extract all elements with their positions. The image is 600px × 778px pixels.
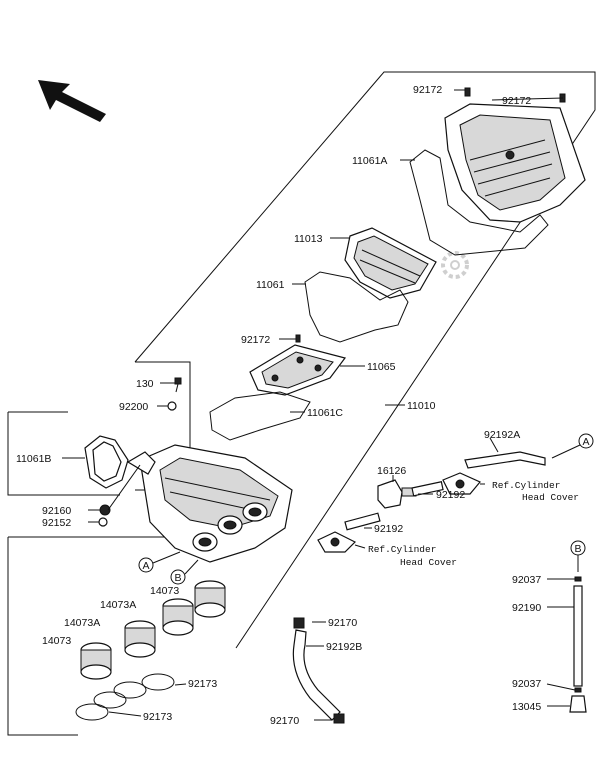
label-11013: 11013 — [294, 233, 323, 245]
label-11010: 11010 — [407, 400, 436, 412]
reference-notes: Ref.Cylinder Head Cover Ref.Cylinder Hea… — [368, 480, 579, 568]
label-11061a: 11061A — [352, 155, 387, 167]
label-14073-1: 14073 — [150, 585, 179, 597]
label-11061: 11061 — [256, 279, 285, 291]
clamps-92173 — [75, 673, 187, 721]
bolt-130 — [174, 377, 182, 393]
gasket-11061 — [304, 271, 409, 343]
front-arrow-icon — [38, 80, 106, 122]
gasket-11061a — [409, 149, 549, 256]
label-14073a-1: 14073A — [100, 599, 136, 611]
hose-92192b — [292, 617, 345, 724]
label-92192-b: 92192 — [374, 523, 403, 535]
tube-92190: B — [569, 540, 587, 713]
label-130: 130 — [136, 378, 154, 390]
hose-92192-b — [344, 512, 381, 531]
label-92172-top: 92172 — [413, 84, 442, 96]
label-92192a: 92192A — [484, 429, 520, 441]
label-11061b: 11061B — [16, 453, 51, 465]
label-14073a-2: 14073A — [64, 617, 100, 629]
label-92172-right: 92172 — [502, 95, 531, 107]
label-13045: 13045 — [512, 701, 541, 713]
screw-92172-top — [454, 87, 471, 97]
funnel-14073a-2 — [124, 620, 156, 658]
label-11061c: 11061C — [307, 407, 343, 419]
hose-92192a: A — [464, 433, 594, 469]
hose-92192-a — [411, 481, 444, 497]
gear-icon — [441, 251, 469, 279]
label-92160: 92160 — [42, 505, 71, 517]
part-labels: 92172 92172 11061A 11013 11061 92172 110… — [16, 84, 541, 727]
callout-b-box: B — [170, 559, 199, 585]
svg-text:B: B — [174, 572, 181, 584]
washer-92152 — [98, 517, 108, 527]
label-92173-1: 92173 — [188, 678, 217, 690]
air-box-housing — [126, 444, 293, 563]
funnel-14073-2 — [80, 642, 112, 680]
ref-head-cover-1-line1: Ref.Cylinder — [492, 480, 560, 491]
seal-11061b — [84, 435, 129, 489]
label-16126: 16126 — [377, 465, 406, 477]
label-92172-mid: 92172 — [241, 334, 270, 346]
assembly-outline — [7, 71, 596, 736]
label-92152: 92152 — [42, 517, 71, 529]
label-92170-bot: 92170 — [270, 715, 299, 727]
label-92192b: 92192B — [326, 641, 362, 653]
label-92037-bot: 92037 — [512, 678, 541, 690]
callout-a-box: A — [138, 551, 181, 573]
label-92173-2: 92173 — [143, 711, 172, 723]
head-cover-fitting-2 — [317, 531, 357, 553]
label-92170-top: 92170 — [328, 617, 357, 629]
leader-lines — [62, 97, 576, 721]
label-14073-2: 14073 — [42, 635, 71, 647]
ref-head-cover-2-line2: Head Cover — [400, 557, 457, 568]
air-cleaner-upper-cover — [444, 103, 586, 223]
head-cover-fitting-1 — [442, 472, 481, 495]
ref-head-cover-2-line1: Ref.Cylinder — [368, 544, 436, 555]
screw-92172-mid — [295, 334, 301, 343]
svg-text:B: B — [574, 543, 581, 555]
collar-92200 — [167, 401, 177, 411]
label-92037-top: 92037 — [512, 574, 541, 586]
funnel-14073a-1 — [162, 598, 194, 636]
gasket-11061c — [209, 391, 311, 441]
svg-text:A: A — [582, 436, 589, 448]
label-92190: 92190 — [512, 602, 541, 614]
label-92192-a: 92192 — [436, 489, 465, 501]
funnel-14073-1 — [194, 580, 226, 618]
air-filter-element — [344, 227, 437, 299]
svg-text:A: A — [142, 560, 149, 572]
label-92200: 92200 — [119, 401, 148, 413]
ref-head-cover-1-line2: Head Cover — [522, 492, 579, 503]
plate-11065 — [249, 344, 347, 396]
valve-16126 — [377, 479, 417, 509]
label-11065: 11065 — [367, 361, 396, 373]
